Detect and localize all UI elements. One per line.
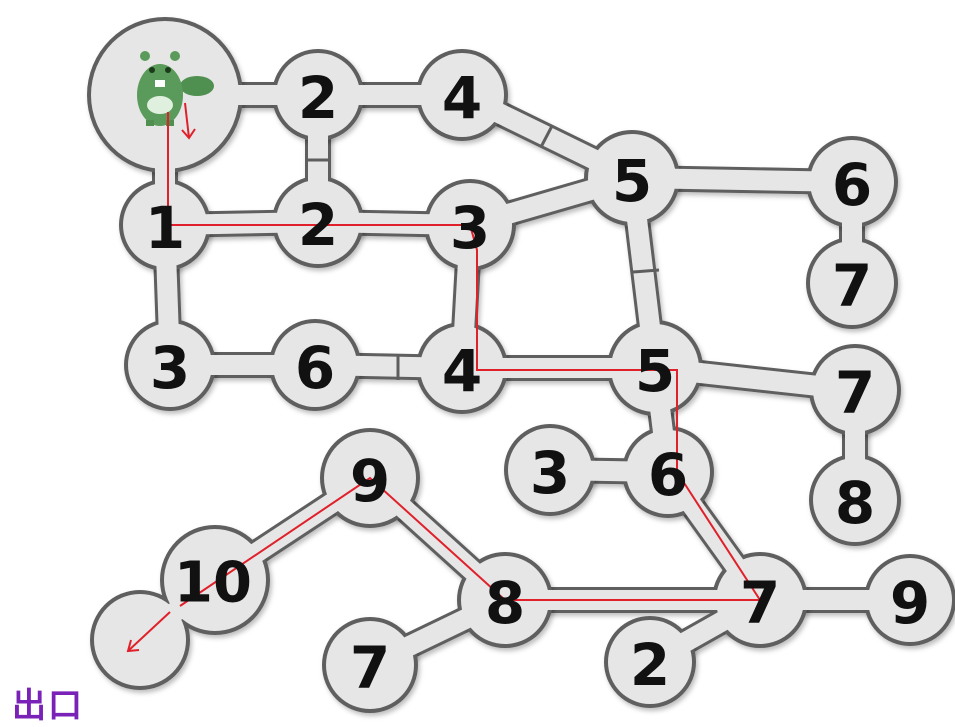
- node-5-mid: 5: [635, 337, 675, 405]
- node-7-right-mid: 7: [835, 359, 875, 427]
- node-10: 10: [174, 551, 252, 616]
- node-2-bottom: 2: [630, 631, 670, 699]
- node-3-left: 3: [150, 334, 190, 402]
- node-1: 1: [145, 194, 185, 262]
- node-8-right: 8: [835, 469, 875, 537]
- node-5-top: 5: [612, 147, 652, 215]
- node-7-right-top: 7: [832, 252, 872, 320]
- node-9-left: 9: [350, 447, 390, 515]
- node-9-right: 9: [890, 569, 930, 637]
- node-3-mid: 3: [450, 194, 490, 262]
- node-6-center: 6: [648, 441, 688, 509]
- node-7-bottom-left: 7: [350, 634, 390, 702]
- exit-label: 出口: [12, 678, 84, 727]
- node-6-right: 6: [832, 151, 872, 219]
- node-4-mid: 4: [442, 337, 482, 405]
- node-8-bottom: 8: [485, 569, 525, 637]
- node-4-top: 4: [442, 64, 482, 132]
- node-3-center: 3: [530, 439, 570, 507]
- node-2-mid: 2: [298, 191, 338, 259]
- node-6-left: 6: [295, 334, 335, 402]
- node-7-bottom: 7: [740, 569, 780, 637]
- node-2-top: 2: [298, 64, 338, 132]
